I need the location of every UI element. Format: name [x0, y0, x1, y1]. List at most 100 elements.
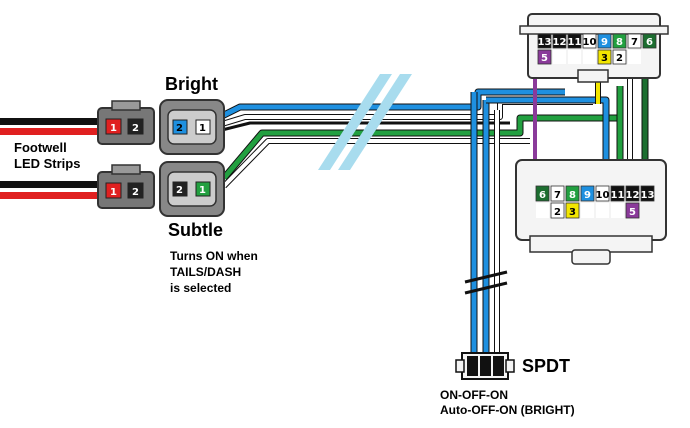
top-connector-pin-2-2 — [568, 50, 581, 64]
top-connector-pin-1-4 — [597, 33, 612, 49]
spdt-label: SPDT — [522, 356, 571, 376]
break-line-2 — [464, 281, 508, 295]
harness-wires — [220, 60, 649, 355]
plug-bottom-pin2 — [127, 182, 144, 199]
footwell-wire-top-red — [0, 128, 100, 135]
subtle-connector: 2 1 — [159, 161, 225, 217]
top-connector-pin-label-1-4: 9 — [601, 37, 608, 48]
bright-connector: 2 1 — [159, 99, 225, 155]
turns-on-label-3: is selected — [170, 281, 232, 295]
spdt-pin-2 — [480, 356, 491, 376]
harness-break-marks — [318, 74, 412, 170]
top-connector-pin-label-1-7: 6 — [646, 37, 653, 48]
footwell-wire-bottom-black — [0, 181, 100, 188]
plug-bottom-pin1 — [105, 182, 122, 199]
bottom-connector-pin-2-4 — [596, 203, 609, 218]
top-connector-pin-label-1-3: 10 — [583, 37, 597, 48]
bright-pin1-label: 1 — [199, 123, 206, 134]
top-connector-pin-label-1-5: 8 — [616, 37, 623, 48]
bottom-connector-pin-2-5 — [611, 203, 624, 218]
bottom-connector-pin-2-2 — [565, 202, 580, 219]
turns-on-label-2: TAILS/DASH — [170, 265, 242, 279]
bottom-connector-pin-label-2-2: 3 — [569, 207, 576, 218]
bottom-connector-pin-2-3 — [581, 203, 594, 218]
switch-mode-label-1: ON-OFF-ON — [440, 388, 508, 402]
top-connector-pin-label-1-6: 7 — [631, 37, 638, 48]
wire-blue-bright-fill — [220, 89, 565, 119]
bottom-connector-pin-label-2-6: 5 — [629, 207, 636, 218]
top-connector-lip — [519, 25, 669, 35]
footwell-wire-bottom-red — [0, 192, 100, 199]
footwell-label-1: Footwell — [14, 140, 67, 155]
subtle-pin1-label: 1 — [199, 185, 206, 196]
top-connector-tab — [577, 69, 609, 83]
top-connector-pin-1-3 — [582, 33, 597, 49]
bottom-connector-pin-label-1-6: 12 — [626, 190, 640, 201]
bottom-connector-pin-label-1-4: 10 — [596, 190, 610, 201]
footwell-wires — [0, 118, 100, 199]
top-connector-pin-label-1-0: 13 — [538, 37, 552, 48]
plug-top-pin2 — [127, 118, 144, 135]
plug-bottom-pin2-label: 2 — [132, 187, 139, 198]
top-connector-pin-1-0 — [537, 33, 552, 49]
top-connector-pin-2-5 — [612, 49, 627, 65]
bottom-connector-pin-label-1-2: 8 — [569, 190, 576, 201]
bright-pin1 — [195, 119, 211, 135]
bright-pin2 — [172, 119, 188, 135]
footwell-label-2: LED Strips — [14, 156, 81, 171]
plug-top-pin1-label: 1 — [110, 123, 117, 134]
bottom-connector-tab — [571, 249, 611, 265]
spdt-tab-right — [505, 359, 515, 373]
plug-top-pin2-label: 2 — [132, 123, 139, 134]
top-connector-pin-label-2-4: 3 — [601, 53, 608, 64]
bottom-connector-pin-1-2 — [565, 185, 580, 202]
top-connector-pin-1-2 — [567, 33, 582, 49]
top-connector-pin-label-2-5: 2 — [616, 53, 623, 64]
plug-top-latch — [111, 100, 141, 111]
top-connector-pin-1-1 — [552, 33, 567, 49]
plug-bottom-latch — [111, 164, 141, 175]
break-mark-1 — [318, 74, 392, 170]
bottom-connector-pin-1-3 — [580, 185, 595, 202]
top-connector-pin-2-6 — [628, 50, 641, 64]
subtle-pin2 — [172, 181, 188, 197]
break-mark-2 — [338, 74, 412, 170]
wire-green-subtle-fill — [222, 115, 620, 180]
bottom-connector-pin-label-1-0: 6 — [539, 190, 546, 201]
spdt-pin-1 — [467, 356, 478, 376]
bottom-connector-pin-1-5 — [610, 185, 625, 202]
bottom-connector-pin-label-1-1: 7 — [554, 190, 561, 201]
top-connector-pin-2-4 — [597, 49, 612, 65]
top-connector-pin-label-1-2: 11 — [568, 37, 582, 48]
subtle-pin1 — [195, 181, 211, 197]
wire-black-1 — [221, 121, 510, 132]
bright-inner — [167, 109, 217, 145]
subtle-label: Subtle — [168, 220, 224, 240]
bottom-connector-pin-label-2-1: 2 — [554, 207, 561, 218]
top-connector-pin-1-5 — [612, 33, 627, 49]
footwell-wire-top-black — [0, 118, 100, 125]
bottom-connector-pin-1-4 — [595, 185, 610, 202]
footwell-plug-bottom: 1 2 — [97, 164, 155, 209]
top-connector-pin-1-6 — [627, 33, 642, 49]
bright-label: Bright — [165, 74, 218, 94]
plug-top-pin1 — [105, 118, 122, 135]
top-connector-pin-2-1 — [553, 50, 566, 64]
vertical-break-marks — [464, 270, 508, 295]
top-connector-pin-1-7 — [642, 33, 657, 49]
top-connector-pin-label-2-0: 5 — [541, 53, 548, 64]
switch-mode-label-2: Auto-OFF-ON (BRIGHT) — [440, 403, 575, 417]
spdt-tab-left — [455, 359, 465, 373]
top-connector-pin-2-3 — [583, 50, 596, 64]
top-connector-pin-2-0 — [537, 49, 552, 65]
bright-pin2-label: 2 — [176, 123, 183, 134]
footwell-plug-top: 1 2 — [97, 100, 155, 145]
bottom-connector-pin-1-6 — [625, 185, 640, 202]
bottom-connector-pin-label-1-5: 11 — [611, 190, 625, 201]
